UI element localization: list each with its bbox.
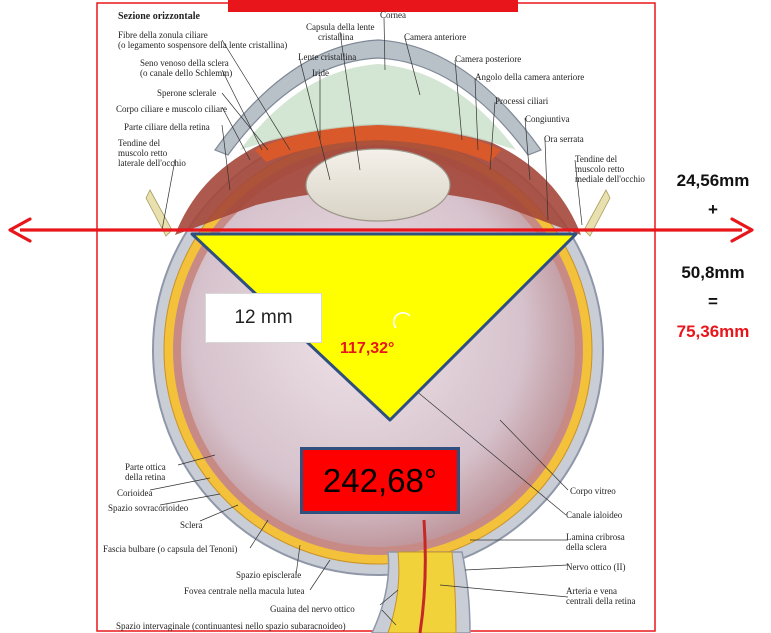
label-chamber-angle: Angolo della camera anteriore	[475, 72, 584, 82]
label-vessels-2: centrali della retina	[566, 596, 635, 606]
label-lens-capsule-2: cristallina	[318, 32, 354, 42]
label-optic-retina-1: Parte ottica	[125, 462, 166, 472]
label-scleral-spur: Sperone sclerale	[157, 88, 216, 98]
label-ora-serrata: Ora serrata	[544, 134, 584, 144]
label-tenon: Fascia bulbare (o capsula del Tenoni)	[103, 544, 237, 554]
label-medial-tendon-1: Tendine del	[575, 154, 617, 164]
label-optic-sheath: Guaina del nervo ottico	[270, 604, 355, 614]
label-vessels-1: Arteria e vena	[566, 586, 617, 596]
label-lens: Lente cristallina	[298, 52, 356, 62]
plus-sign: +	[658, 200, 768, 220]
label-optic-nerve: Nervo ottico (II)	[566, 562, 625, 572]
label-lens-capsule: Capsula della lente	[306, 22, 374, 32]
label-medial-tendon-3: mediale dell'occhio	[575, 174, 645, 184]
radius-box: 12 mm	[205, 293, 322, 343]
inner-angle-label: 117,32°	[340, 340, 394, 358]
label-ciliary-processes: Processi ciliari	[495, 96, 548, 106]
label-schlemm-2: (o canale dello Schlemm)	[140, 68, 232, 78]
label-medial-tendon-2: muscolo retto	[575, 164, 624, 174]
label-suprachoroid: Spazio sovracorioideo	[108, 503, 188, 513]
label-optic-retina-2: della retina	[125, 472, 165, 482]
label-lamina-1: Lamina cribrosa	[566, 532, 625, 542]
equals-sign: =	[658, 292, 768, 312]
label-conjunctiva: Congiuntiva	[525, 114, 570, 124]
label-anterior-chamber: Camera anteriore	[404, 32, 466, 42]
label-lateral-tendon-1: Tendine del	[118, 138, 160, 148]
label-episcleral: Spazio episclerale	[236, 570, 301, 580]
red-tab	[228, 0, 518, 12]
label-hyaloid: Canale ialoideo	[566, 510, 622, 520]
label-zonula-fibers-2: (o legamento sospensore della lente cris…	[118, 40, 287, 50]
label-ciliary-body: Corpo ciliare e muscolo ciliare	[116, 104, 227, 114]
label-schlemm: Seno venoso della sclera	[140, 58, 229, 68]
label-lateral-tendon-2: muscolo retto	[118, 148, 167, 158]
label-choroid: Corioidea	[117, 488, 153, 498]
label-intervaginal: Spazio intervaginale (continuantesi nell…	[116, 621, 346, 631]
sum-result: 75,36mm	[658, 322, 768, 342]
label-lateral-tendon-3: laterale dell'occhio	[118, 158, 186, 168]
label-fovea: Fovea centrale nella macula lutea	[184, 586, 304, 596]
outer-angle-box: 242,68°	[300, 447, 460, 514]
sum-term-b: 50,8mm	[658, 263, 768, 283]
label-sclera: Sclera	[180, 520, 203, 530]
section-title: Sezione orizzontale	[118, 12, 200, 22]
label-posterior-chamber: Camera posteriore	[455, 54, 521, 64]
label-lamina-2: della sclera	[566, 542, 607, 552]
label-iris: Iride	[312, 68, 329, 78]
label-vitreous: Corpo vitreo	[570, 486, 616, 496]
label-zonula-fibers: Fibre della zonula ciliare	[118, 30, 208, 40]
label-ciliary-retina: Parte ciliare della retina	[124, 122, 210, 132]
sum-term-a: 24,56mm	[658, 171, 768, 191]
crystalline-lens	[306, 149, 450, 221]
label-cornea: Cornea	[380, 10, 406, 20]
